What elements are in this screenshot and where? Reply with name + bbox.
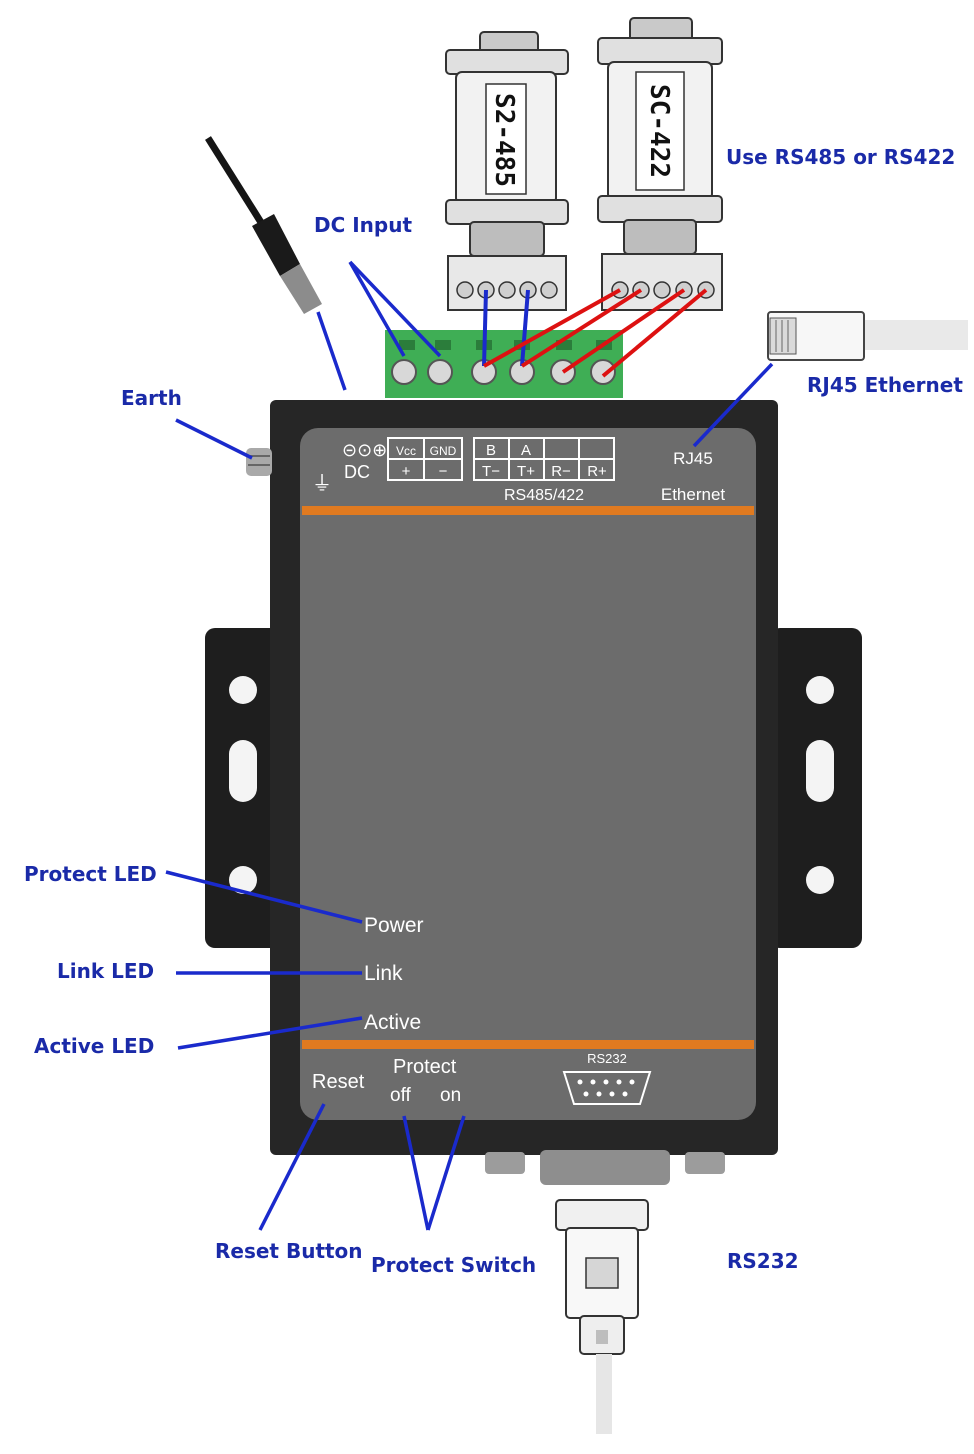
callout-earth: Earth (121, 386, 182, 410)
active-led-label: Active (364, 1011, 421, 1034)
terminal-block-main (385, 330, 623, 398)
orange-stripe-top (302, 506, 754, 515)
earth-symbol: ⏚ (312, 473, 332, 495)
callout-protect-switch: Protect Switch (371, 1253, 536, 1277)
dc-power-plug (205, 136, 322, 314)
panel-bottom-labels: Reset Protect off on RS232 (312, 1051, 627, 1106)
rj45-label: RJ45 (673, 449, 713, 468)
power-led-label: Power (364, 914, 424, 937)
callout-link-led: Link LED (57, 959, 154, 983)
dc-polarity-icon: ⊝⊙⊕ (342, 440, 387, 460)
panel-led-labels: Power Link Active (364, 914, 424, 1034)
panel-ethernet-labels: RJ45 Ethernet (661, 449, 726, 504)
callout-reset-button: Reset Button (215, 1239, 363, 1263)
callout-use-rs485-rs422: Use RS485 or RS422 (726, 145, 955, 169)
callout-rs232: RS232 (727, 1249, 799, 1273)
rs485-adapter-label: S2-485 (489, 93, 519, 187)
panel-power-terminal-labels: Vcc GND + − (387, 437, 463, 481)
rs232-plug (555, 1199, 649, 1434)
protect-on-label: on (440, 1085, 461, 1106)
minus-label: − (439, 463, 448, 480)
panel-serial-terminal-labels: B A T− T+ R− R+ RS485/422 (473, 437, 615, 504)
b-label: B (486, 442, 496, 459)
bottom-connectors (485, 1150, 725, 1185)
rj45-plug (767, 311, 968, 361)
t-minus-label: T− (482, 463, 500, 480)
earth-screw (246, 448, 272, 476)
callout-dc-input: DC Input (314, 213, 412, 237)
callout-protect-led: Protect LED (24, 862, 157, 886)
mounting-ear-right (770, 628, 862, 948)
link-led-label: Link (364, 962, 403, 985)
mounting-ear-left (205, 628, 280, 948)
gnd-label: GND (430, 444, 457, 458)
r-plus-label: R+ (587, 463, 607, 480)
callout-rj45-ethernet: RJ45 Ethernet (807, 373, 963, 397)
plus-label: + (402, 463, 411, 480)
a-label: A (521, 442, 531, 459)
device-panel (300, 428, 756, 1120)
panel-dc-section: ⏚ ⊝⊙⊕ DC (312, 440, 387, 495)
r-minus-label: R− (551, 463, 571, 480)
rs232-port-label: RS232 (587, 1051, 627, 1066)
protect-off-label: off (390, 1085, 412, 1106)
vcc-label: Vcc (396, 444, 416, 458)
rs422-adapter-label: SC-422 (644, 84, 674, 178)
ethernet-label: Ethernet (661, 485, 726, 504)
rs422-wires (483, 288, 708, 378)
orange-stripe-bottom (302, 1040, 754, 1049)
callout-lines (165, 260, 774, 1231)
callout-active-led: Active LED (34, 1034, 154, 1058)
reset-label: Reset (312, 1071, 365, 1093)
t-plus-label: T+ (517, 463, 535, 480)
protect-label: Protect (393, 1056, 457, 1078)
rs485-422-label: RS485/422 (504, 487, 584, 504)
rs485-wires (482, 289, 530, 367)
rs485-adapter (445, 31, 569, 311)
rs232-port-icon (562, 1071, 652, 1105)
dc-label: DC (344, 462, 370, 482)
